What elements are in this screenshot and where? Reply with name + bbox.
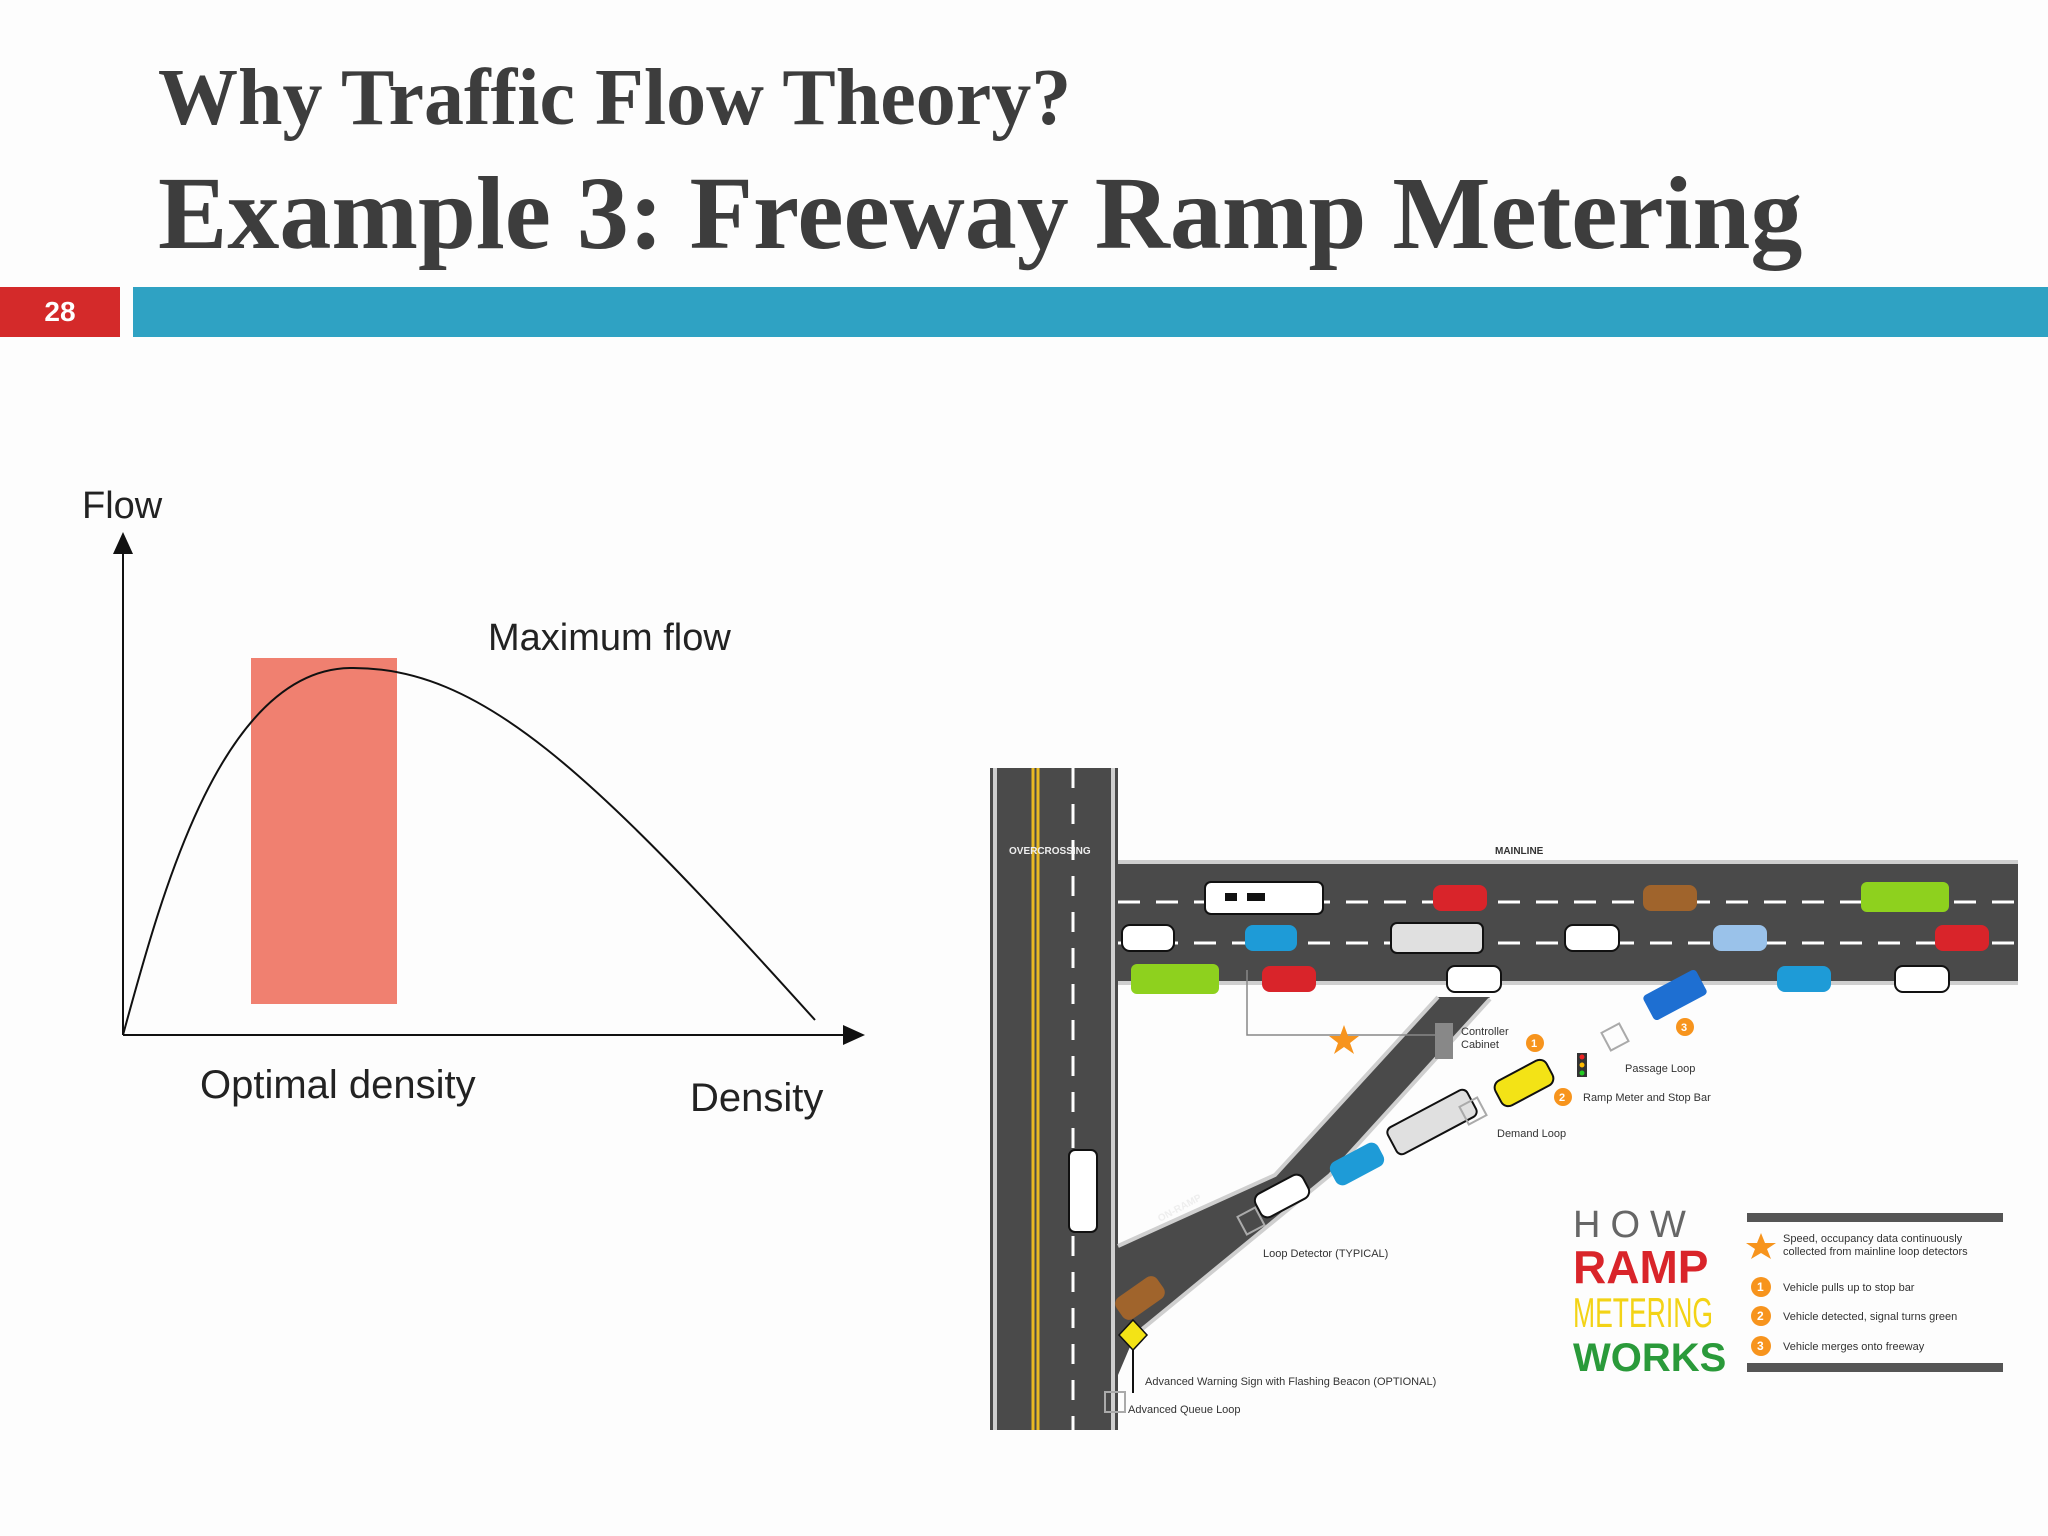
svg-text:2: 2: [1757, 1309, 1764, 1323]
ramp-equipment: 1 2 3: [1104, 970, 1694, 1413]
flow-density-diagram: Flow Maximum flow Optimal density Densit…: [82, 485, 865, 1120]
ramp-meter-label: Ramp Meter and Stop Bar: [1583, 1092, 1711, 1104]
ramp-cars: [1068, 969, 1707, 1320]
queue-loop-label: Advanced Queue Loop: [1128, 1404, 1241, 1416]
maximum-flow-label: Maximum flow: [488, 617, 731, 659]
slide-title: Why Traffic Flow Theory?: [158, 54, 1072, 142]
svg-text:Vehicle pulls up to stop bar: Vehicle pulls up to stop bar: [1783, 1282, 1915, 1294]
svg-text:METERING: METERING: [1573, 1289, 1713, 1336]
svg-text:collected from mainline loop d: collected from mainline loop detectors: [1783, 1246, 1968, 1258]
y-axis-label: Flow: [82, 485, 163, 527]
svg-text:WORKS: WORKS: [1573, 1336, 1726, 1380]
ramp-metering-illustration: OVERCROSSING MAINLINE ON-RAMP: [990, 768, 2018, 1430]
passage-loop-label: Passage Loop: [1625, 1063, 1695, 1075]
slide-number: 28: [0, 287, 120, 337]
controller-cabinet-label: Controller: [1461, 1026, 1509, 1038]
svg-text:1: 1: [1757, 1280, 1764, 1294]
slide-subtitle: Example 3: Freeway Ramp Metering: [158, 156, 1803, 271]
svg-text:1: 1: [1531, 1038, 1537, 1050]
mainline-cars: [1121, 881, 1989, 994]
optimal-density-band: [251, 658, 397, 1004]
svg-text:HOW: HOW: [1573, 1204, 1696, 1246]
demand-loop-label: Demand Loop: [1497, 1128, 1566, 1140]
overcrossing-road: [990, 768, 1118, 1430]
flow-density-curve: [122, 666, 816, 1036]
controller-cabinet-label-2: Cabinet: [1461, 1039, 1499, 1051]
warning-sign-label: Advanced Warning Sign with Flashing Beac…: [1145, 1376, 1436, 1388]
star-icon: [1329, 1025, 1359, 1054]
svg-text:RAMP: RAMP: [1573, 1241, 1708, 1293]
how-ramp-metering-works-logo: HOW RAMP METERING WORKS: [1573, 1204, 1726, 1380]
x-axis-label: Density: [690, 1076, 823, 1120]
overcrossing-label: OVERCROSSING: [1009, 846, 1091, 857]
svg-text:Vehicle detected, signal turns: Vehicle detected, signal turns green: [1783, 1311, 1957, 1323]
mainline-freeway: [1118, 860, 2018, 985]
svg-text:Vehicle merges onto freeway: Vehicle merges onto freeway: [1783, 1341, 1925, 1353]
optimal-density-label: Optimal density: [200, 1063, 476, 1107]
header-accent-bar: [133, 287, 2048, 337]
ramp-legend: Speed, occupancy data continuously colle…: [1746, 1213, 2003, 1372]
mainline-label: MAINLINE: [1495, 846, 1544, 857]
svg-text:2: 2: [1559, 1092, 1565, 1104]
svg-text:Speed, occupancy data continuo: Speed, occupancy data continuously: [1783, 1233, 1963, 1245]
loop-detector-label: Loop Detector (TYPICAL): [1263, 1248, 1388, 1260]
svg-text:3: 3: [1757, 1339, 1764, 1353]
svg-text:3: 3: [1681, 1022, 1687, 1034]
